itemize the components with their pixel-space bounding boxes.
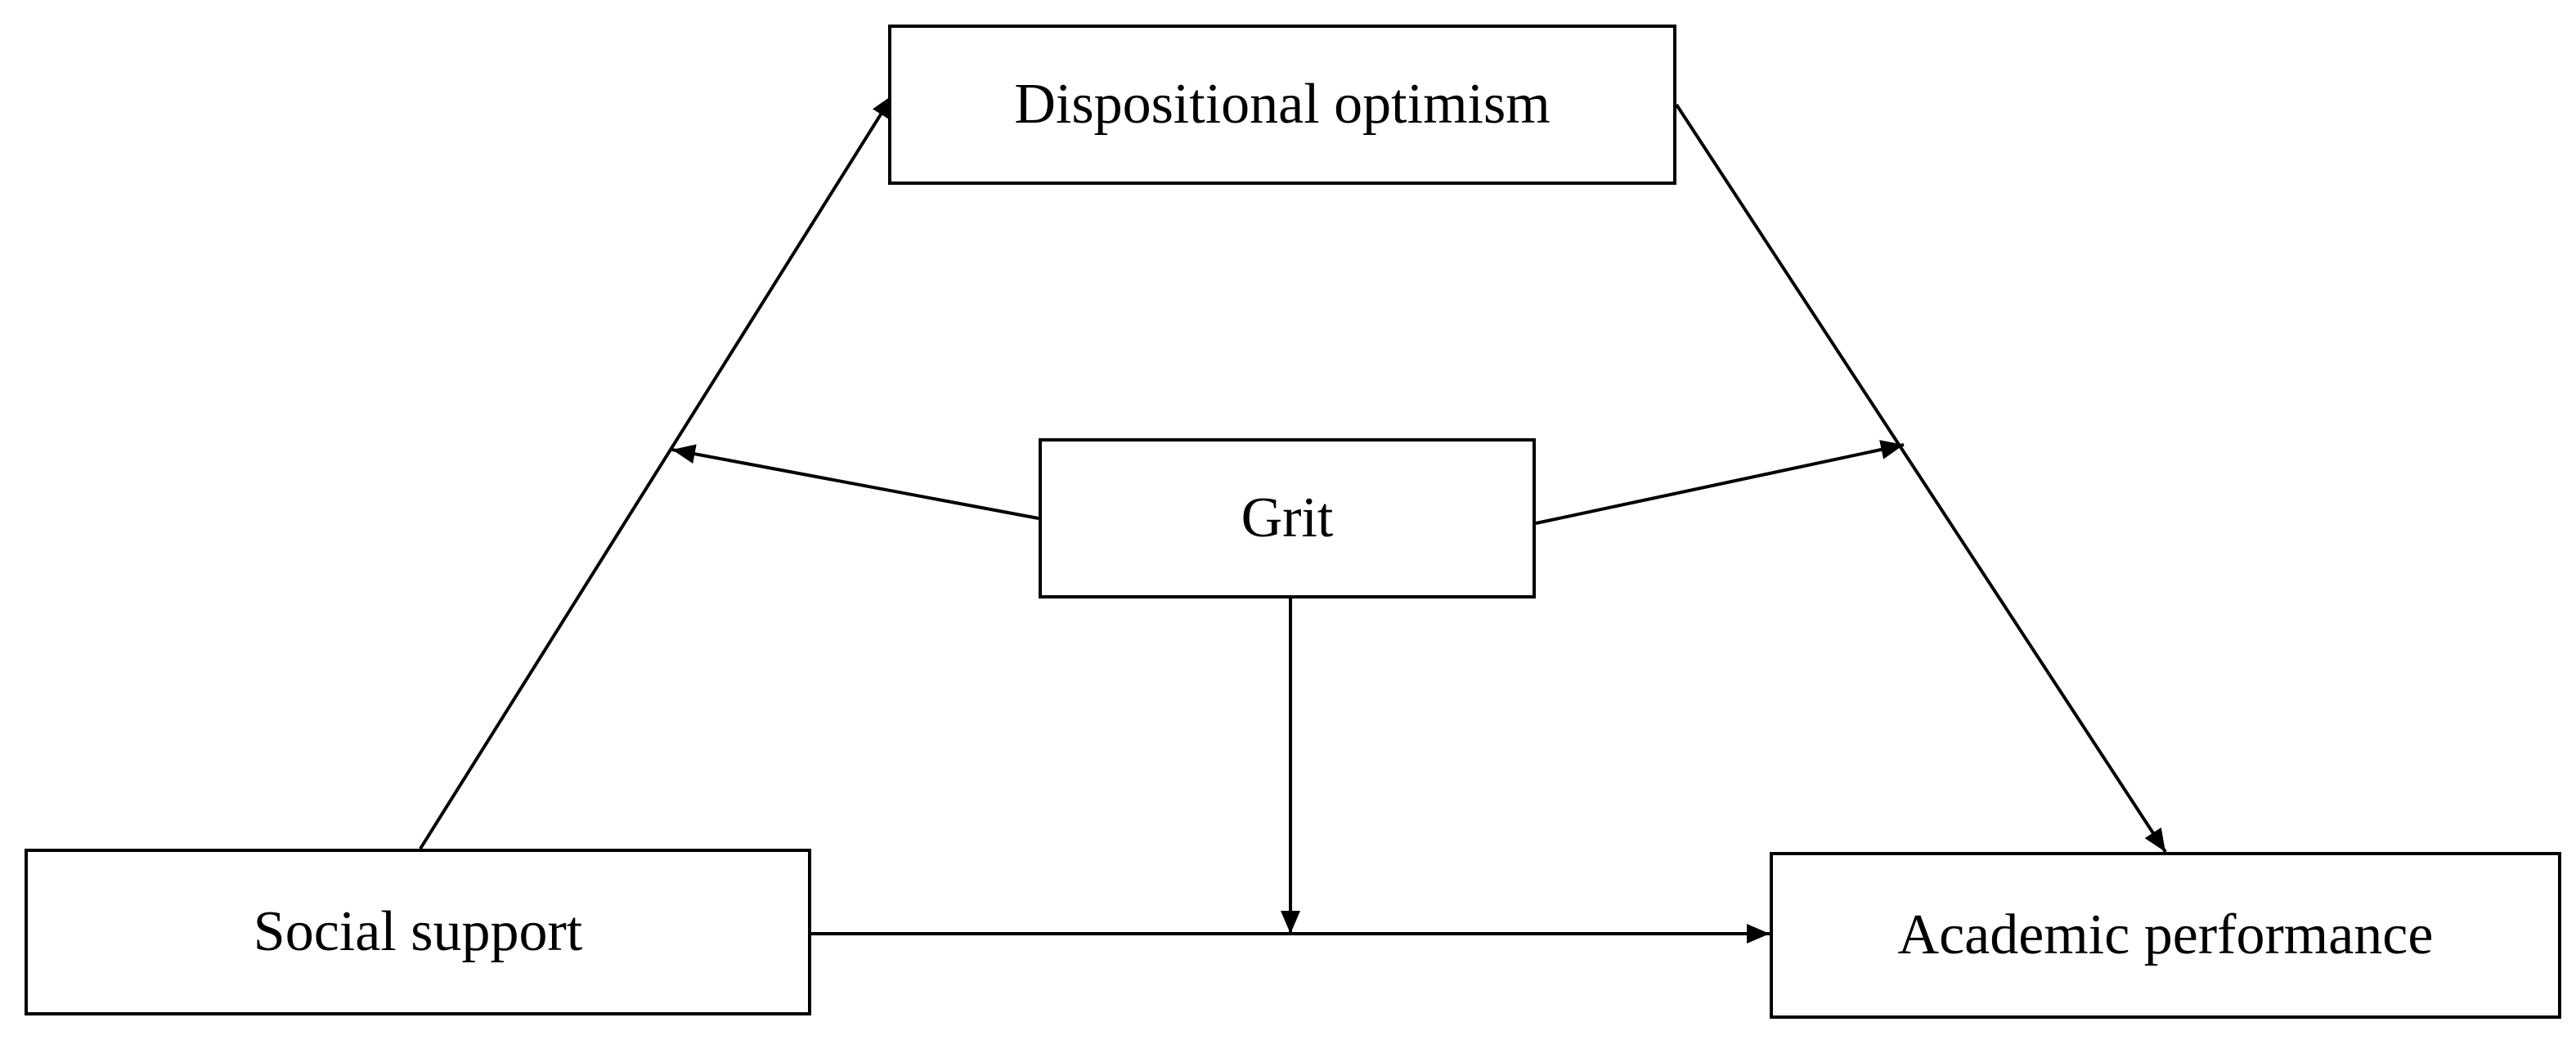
node-social-support: Social support — [25, 849, 811, 1015]
node-label-grit: Grit — [1241, 486, 1334, 549]
node-label-social-support: Social support — [253, 900, 583, 963]
node-label-dispositional-optimism: Dispositional optimism — [1014, 73, 1551, 136]
node-label-academic-performance: Academic performance — [1897, 903, 2434, 966]
arrow-grit-to-right-path — [1535, 440, 1905, 525]
arrow-grit-to-left-path — [671, 444, 1039, 520]
node-grit: Grit — [1039, 438, 1536, 598]
arrow-social-to-optimism — [419, 93, 895, 850]
node-academic-performance: Academic performance — [1770, 852, 2561, 1019]
arrow-optimism-to-academic — [1675, 103, 2167, 854]
node-dispositional-optimism: Dispositional optimism — [888, 25, 1676, 185]
